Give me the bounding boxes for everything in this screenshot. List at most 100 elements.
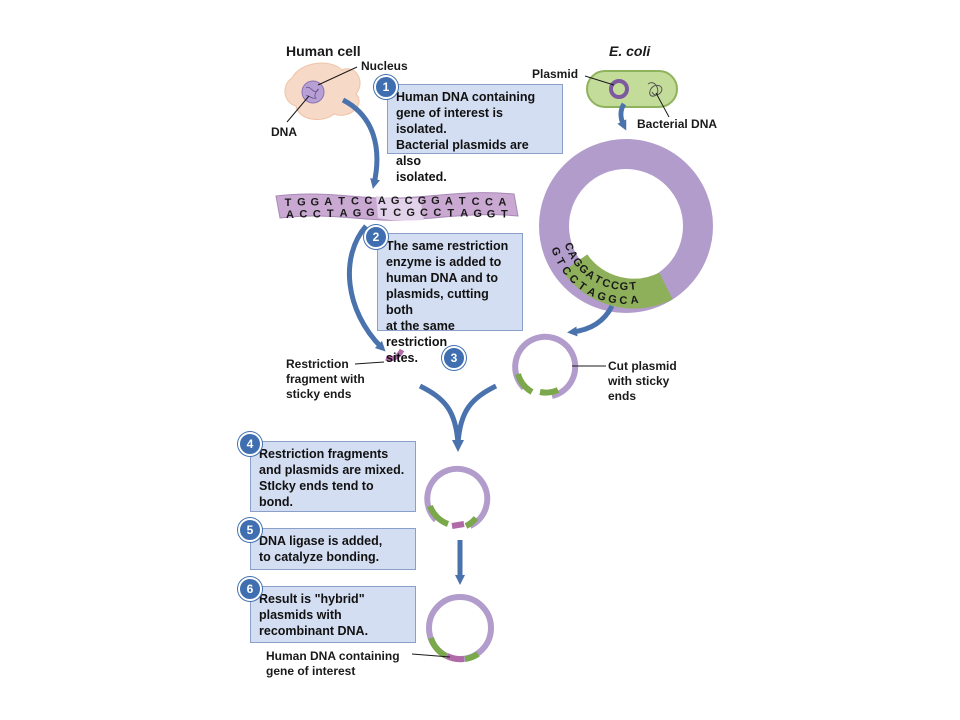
human-seq-top-base: C [364, 195, 372, 207]
step-6-box: Result is "hybrid" plasmids with recombi… [250, 586, 416, 643]
human-seq-bottom-base: T [501, 209, 508, 221]
step-6-line-1: Result is "hybrid" [259, 592, 365, 606]
human-seq-bottom-base: C [393, 207, 401, 219]
human-seq-bottom-base: C [313, 208, 321, 220]
human-seq-bottom-base: C [420, 207, 428, 219]
human-seq-bottom-base: G [353, 207, 362, 219]
step-2-badge: 2 [364, 225, 388, 249]
gene-pointer [411, 653, 451, 658]
plasmid-seq-outer-base: C [562, 241, 576, 253]
human-seq-top-base: A [498, 197, 506, 209]
step-4-badge: 4 [238, 432, 262, 456]
bacterial-dna-label: Bacterial DNA [637, 117, 718, 131]
bacterial-dna-coil [647, 82, 663, 97]
dna-label: DNA [271, 125, 297, 139]
restriction-fragment-line-1: Restriction [286, 357, 349, 371]
plasmid-seq-outer-base: C [600, 277, 611, 291]
plasmid-pointer [584, 75, 615, 86]
plasmid-seq-outer-base: C [610, 279, 620, 292]
step-3-badge: 3 [442, 346, 466, 370]
human-seq-top-base: T [285, 197, 292, 209]
step-5-badge: 5 [238, 518, 262, 542]
human-seq-top-base: C [351, 195, 359, 207]
human-seq-top-base: G [311, 196, 320, 208]
human-seq-bottom-base: T [327, 208, 334, 220]
cut-plasmid-line-3: ends [608, 389, 637, 403]
cut-plasmid-label: Cut plasmid with sticky ends [608, 359, 677, 404]
restriction-fragment-line-3: sticky ends [286, 387, 352, 401]
step-1-line-2: gene of interest is isolated. [396, 106, 503, 136]
nucleus-label: Nucleus [361, 59, 408, 73]
human-dna-gene-label: Human DNA containing gene of interest [266, 649, 400, 679]
step-1-box: Human DNA containing gene of interest is… [387, 84, 563, 184]
cut-plasmid [512, 333, 579, 399]
human-seq-bottom-base: A [286, 209, 294, 221]
human-seq-top-base: A [324, 196, 332, 208]
plasmid-seq-inner-base: A [630, 294, 639, 307]
step-4-line-3: StIcky ends tend to [259, 479, 374, 493]
mixed-plasmid [424, 465, 491, 529]
step-2-line-3: human DNA and to [386, 271, 499, 285]
human-seq-top-base: T [459, 196, 466, 208]
restriction-fragment-line-2: fragment with [286, 372, 365, 386]
step-4-line-4: bond. [259, 495, 294, 509]
step-5-line-1: DNA ligase is added, [259, 534, 383, 548]
human-seq-bottom-base: G [366, 207, 375, 219]
human-seq-bottom-base: G [487, 208, 496, 220]
human-seq-top-base: A [445, 195, 453, 207]
human-seq-top-base: C [472, 196, 480, 208]
recombinant-plasmid [426, 594, 494, 663]
human-dna-strand [275, 192, 519, 221]
step-2-line-1: The same restriction [386, 239, 509, 253]
step-4-line-1: Restriction fragments [259, 447, 389, 461]
step-4-box: Restriction fragments and plasmids are m… [250, 441, 416, 512]
step-1-line-1: Human DNA containing [396, 90, 536, 104]
plasmid-seq-inner-base: C [619, 295, 627, 307]
human-seq-top-base: G [391, 195, 400, 207]
dna-pointer [286, 95, 310, 123]
big-plasmid [539, 139, 713, 313]
step-2-box: The same restriction enzyme is added to … [377, 233, 523, 365]
human-seq-top-base: T [338, 196, 345, 208]
step-5-line-2: to catalyze bonding. [259, 550, 380, 564]
merge-arrows [418, 383, 498, 445]
step-1-line-3: Bacterial plasmids are also [396, 138, 529, 168]
step-1-line-4: isolated. [396, 170, 447, 184]
human-seq-top-base: G [418, 195, 427, 207]
human-dna-gene-line-1: Human DNA containing [266, 649, 400, 663]
step-6-line-2: plasmids with [259, 608, 342, 622]
human-seq-bottom-base: G [473, 208, 482, 220]
step-2-line-5: at the same restriction [386, 319, 455, 349]
human-cell-label: Human cell [286, 43, 361, 59]
ecoli-label: E. coli [609, 43, 651, 59]
arrow-dna-to-fragment [347, 224, 386, 352]
human-dna-gene-line-2: gene of interest [266, 664, 356, 678]
step-5-box: DNA ligase is added, to catalyze bonding… [250, 528, 416, 570]
arrow-plasmid-to-cut [567, 304, 615, 337]
step-2-line-2: enzyme is added to [386, 255, 502, 269]
plasmid-label: Plasmid [532, 67, 579, 81]
plasmid-seq-inner-base: G [548, 246, 562, 258]
step-4-line-2: and plasmids are mixed. [259, 463, 405, 477]
plasmid-seq-outer-base: G [619, 281, 628, 293]
step-2-line-4: plasmids, cutting both [386, 287, 489, 317]
arrow-ecoli-to-plasmid [617, 102, 627, 131]
bacterial-dna-pointer [655, 92, 670, 118]
restriction-fragment-label: Restriction fragment with sticky ends [286, 357, 365, 402]
arrow-cell-to-dna [341, 97, 380, 189]
human-seq-bottom-base: T [447, 207, 454, 219]
human-seq-bottom-base: G [406, 207, 415, 219]
ecoli-cell [586, 70, 678, 108]
human-seq-bottom-base: C [299, 209, 307, 221]
cut-plasmid-line-2: with sticky [608, 374, 670, 388]
human-seq-bottom-base: C [433, 207, 441, 219]
step-6-line-3: recombinant DNA. [259, 624, 369, 638]
plasmid-seq-inner-base: G [596, 290, 608, 304]
human-seq-top-base: C [405, 195, 413, 207]
fragment-pointer [354, 361, 385, 365]
human-seq-top-base: C [485, 196, 493, 208]
restriction-fragment [385, 348, 405, 362]
